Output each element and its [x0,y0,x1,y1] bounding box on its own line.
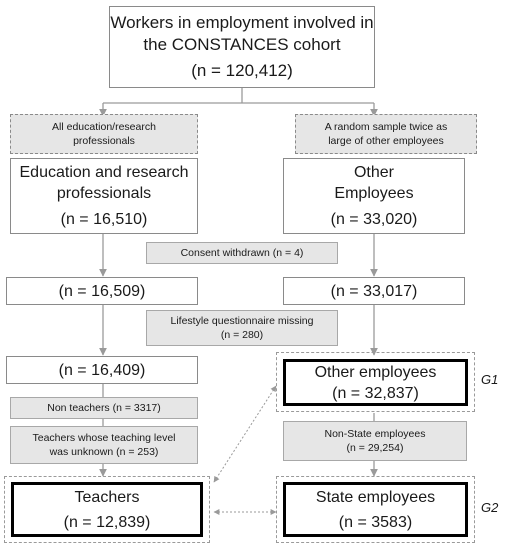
box-left-16509: (n = 16,509) [6,277,198,305]
box-g2-state-employees: State employees (n = 3583) [283,482,468,537]
non-state-line2: (n = 29,254) [346,442,404,454]
box-unknown-teaching-level: Teachers whose teaching level was unknow… [10,426,198,464]
box-g1-other-employees: Other employees (n = 32,837) [283,359,468,406]
teachers-title: Teachers [74,488,140,506]
box-selection-right: A random sample twice as large of other … [295,114,477,154]
lifestyle-line2: (n = 280) [220,329,264,341]
other-line2: Employees [334,185,414,202]
g2-count: (n = 3583) [338,513,413,531]
teachers-frame [4,476,210,543]
lifestyle-line1: Lifestyle questionnaire missing [170,315,314,327]
selection-right-line1: A random sample twice as [324,121,448,133]
g2-label: G2 [481,500,499,515]
box-other-employees-sample: Other Employees (n = 33,020) [283,158,465,234]
g1-label: G1 [481,372,499,387]
box-left-16409: (n = 16,409) [6,356,198,384]
cohort-count: (n = 120,412) [191,61,293,80]
selection-right-line2: large of other employees [328,135,444,147]
box-cohort: Workers in employment involved in the CO… [109,6,375,88]
left-count-2: (n = 16,509) [58,282,146,300]
g2-title: State employees [315,488,436,506]
box-selection-left: All education/research professionals [10,114,198,154]
education-count: (n = 16,510) [60,211,148,228]
non-state-line1: Non-State employees [324,428,426,440]
box-non-teachers: Non teachers (n = 3317) [10,397,198,419]
non-teachers-text: Non teachers (n = 3317) [47,402,161,414]
other-count: (n = 33,020) [330,211,418,228]
consent-text: Consent withdrawn (n = 4) [180,247,304,259]
cohort-line1: Workers in employment involved in [110,13,374,32]
box-teachers: Teachers (n = 12,839) [11,482,203,537]
unknown-line1: Teachers whose teaching level [32,432,176,444]
dotted-arrow-teachers-g1 [213,385,277,483]
education-line2: professionals [56,185,152,202]
group-g2-frame [276,476,475,543]
education-line1: Education and research [19,164,189,181]
box-non-state-employees: Non-State employees (n = 29,254) [283,421,467,461]
selection-left-line1: All education/research [52,121,156,133]
g1-title: Other employees [314,363,437,381]
cohort-line2: the CONSTANCES cohort [143,35,341,54]
right-count-2: (n = 33,017) [330,282,418,300]
box-right-33017: (n = 33,017) [283,277,465,305]
other-line1: Other [353,164,394,181]
selection-left-line2: professionals [73,135,135,147]
teachers-count: (n = 12,839) [63,513,151,531]
left-count-3: (n = 16,409) [58,361,146,379]
box-lifestyle-missing: Lifestyle questionnaire missing (n = 280… [146,310,338,346]
g1-count: (n = 32,837) [332,384,419,402]
unknown-line2: was unknown (n = 253) [49,446,159,458]
box-education-professionals: Education and research professionals (n … [10,158,198,234]
box-consent-withdrawn: Consent withdrawn (n = 4) [146,242,338,264]
group-g1-frame [276,352,475,412]
